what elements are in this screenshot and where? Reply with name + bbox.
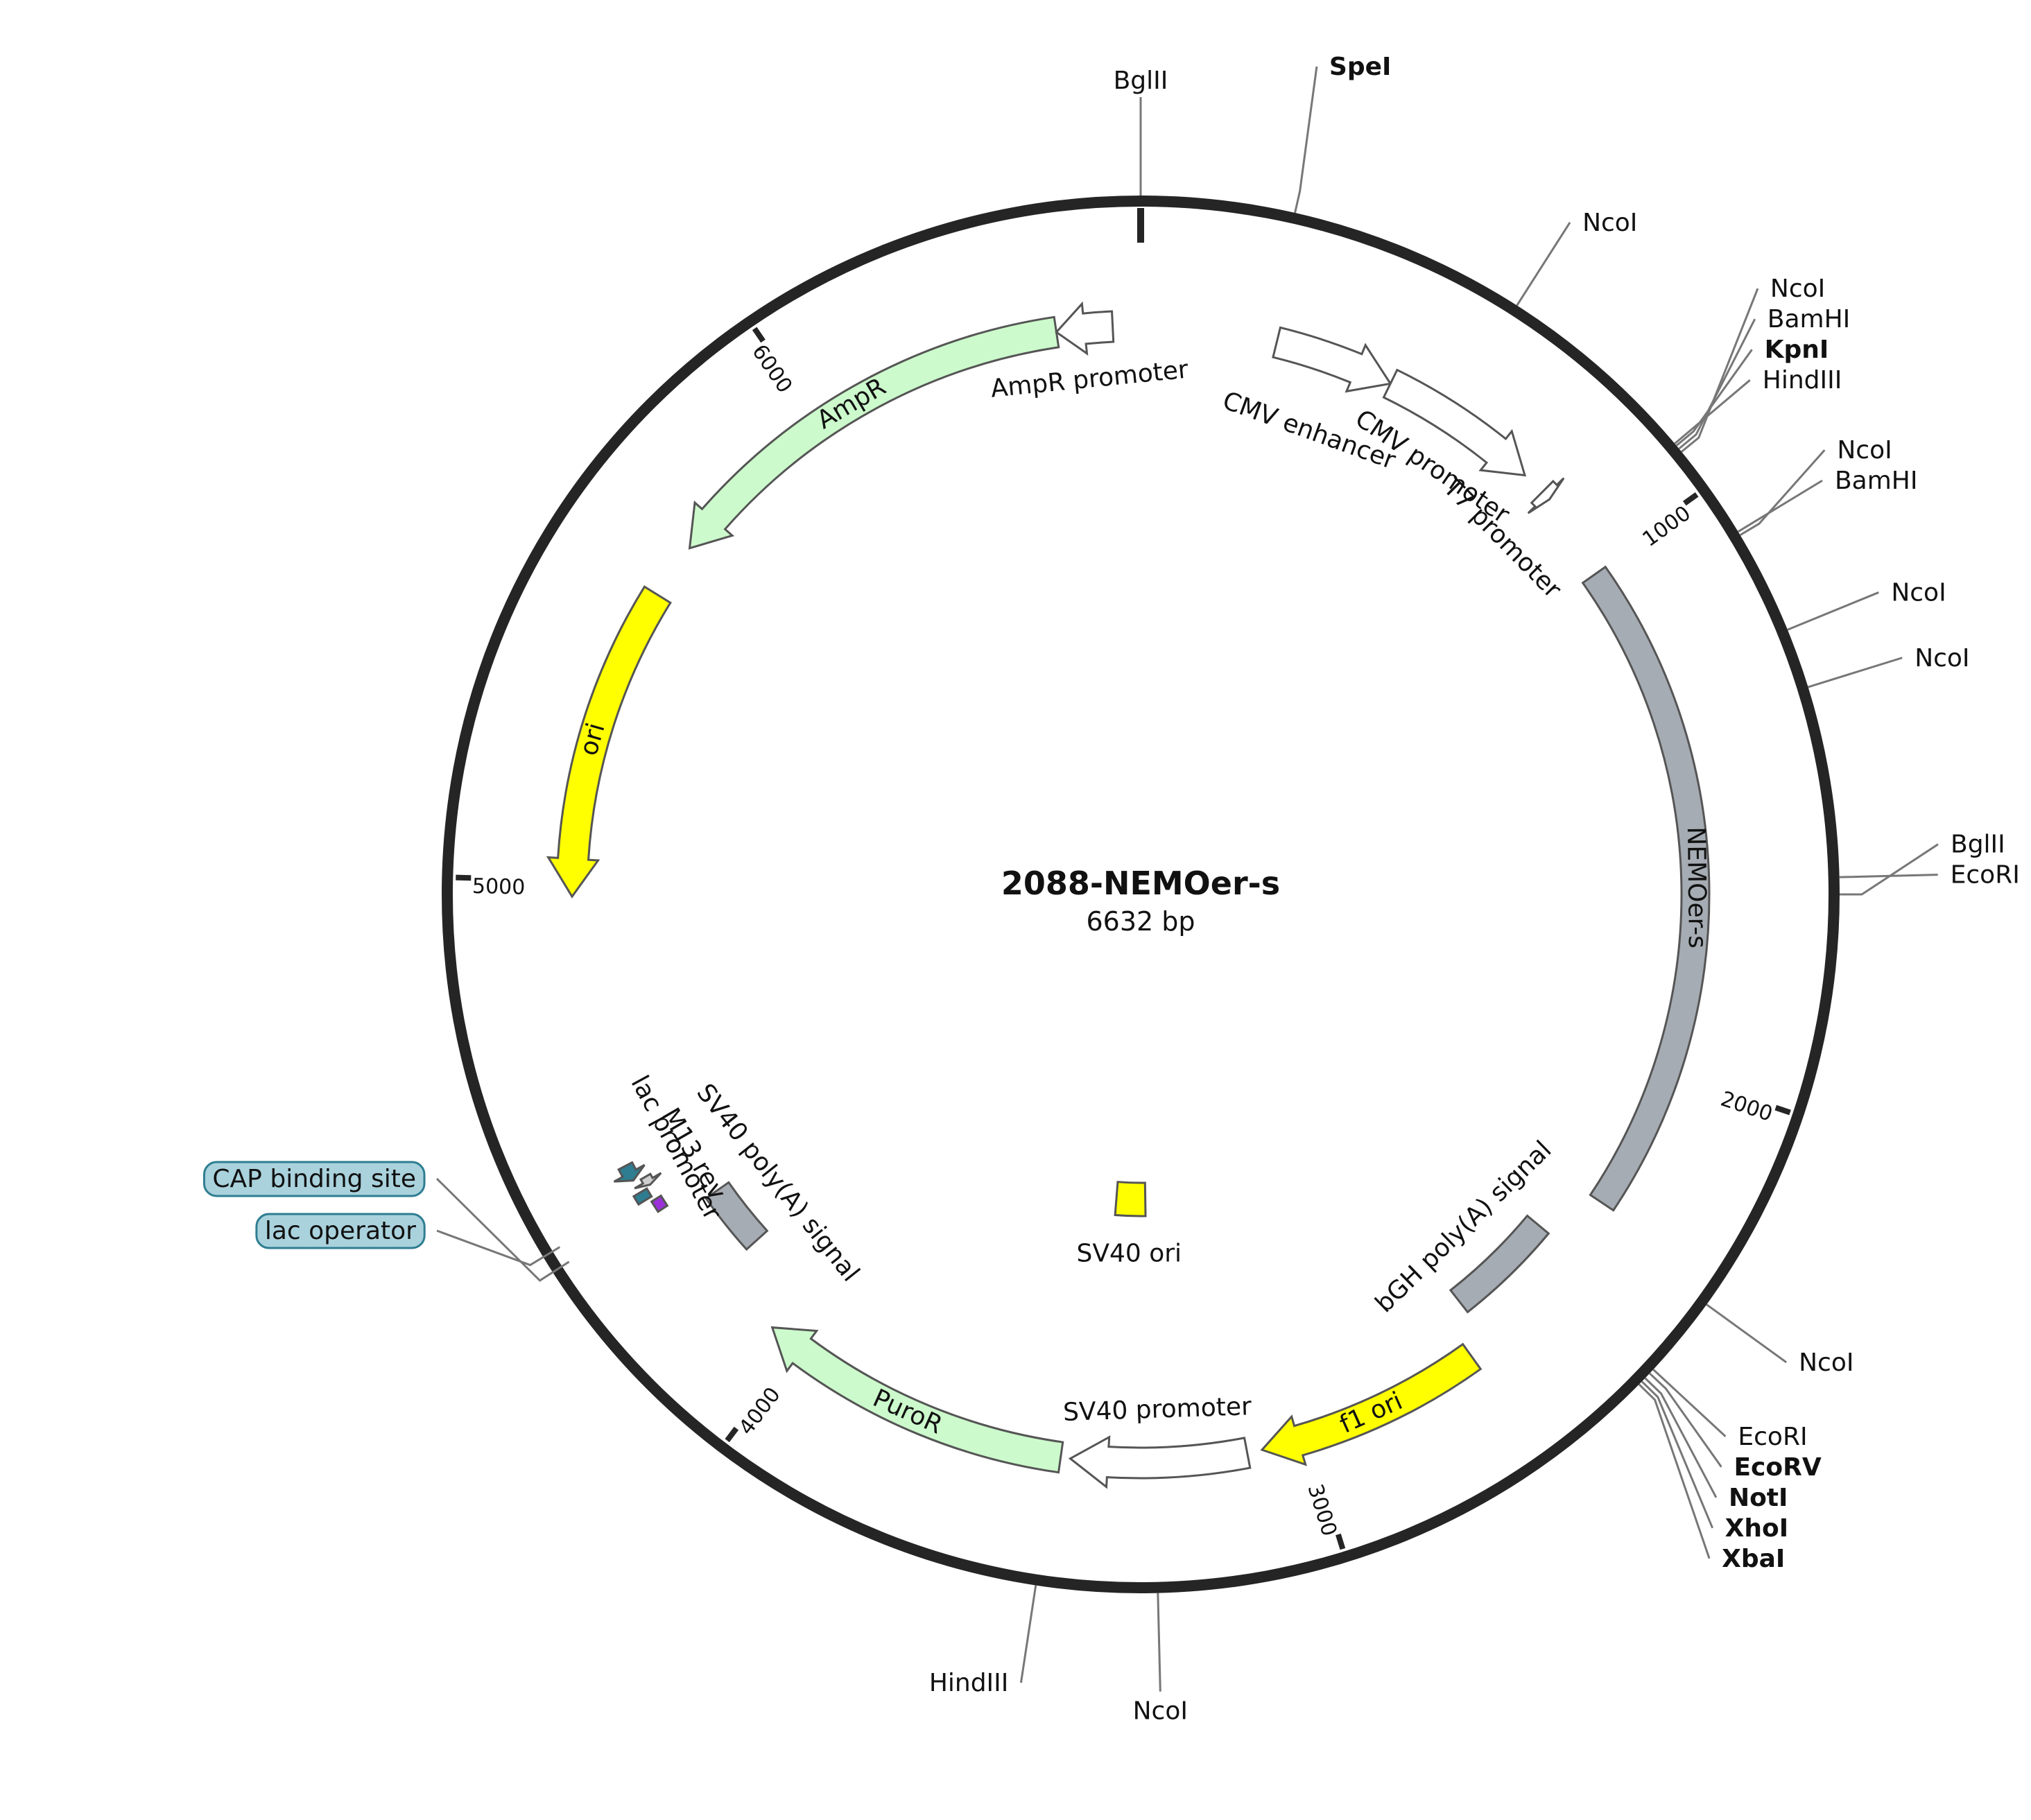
site-leader-line [1808, 657, 1903, 688]
tick-mark [1336, 1533, 1346, 1550]
tick-label: 2000 [1718, 1086, 1776, 1126]
tick-mark [1682, 492, 1699, 506]
callout-leader-line [435, 1177, 570, 1282]
site-ncoi: NcoI [1770, 275, 1825, 303]
site-ecori: EcoRI [1951, 861, 2020, 890]
site-bamhi: BamHI [1768, 305, 1851, 333]
plasmid-length: 6632 bp [1086, 906, 1195, 937]
site-leader-line [1739, 449, 1826, 537]
callout-pill [255, 1213, 426, 1249]
site-leader-line [1294, 66, 1318, 214]
feature-label-nemoer-s: NEMOer-s [1682, 826, 1711, 948]
feature-f1-ori [1260, 1342, 1483, 1466]
feature-label-sv40-promoter: SV40 promoter [1062, 1392, 1252, 1427]
site-ncoi: NcoI [1133, 1697, 1188, 1726]
site-leader-line [1674, 379, 1751, 444]
site-leader-line [1652, 1369, 1727, 1437]
site-ncoi: NcoI [1582, 209, 1637, 237]
feature-label-ampr-promoter: AmpR promoter [989, 356, 1190, 404]
site-kpni: KpnI [1765, 336, 1829, 364]
site-leader-line [1706, 1303, 1788, 1364]
feature-ampr-promoter [1055, 301, 1115, 356]
feature-t7-promoter [1527, 477, 1565, 514]
tick-mark [725, 1426, 739, 1443]
feature-bgh-poly-a-signal [1449, 1214, 1550, 1314]
feature-label-puror: PuroR [869, 1384, 947, 1439]
site-bglii: BglII [1951, 831, 2005, 859]
site-ncoi: NcoI [1799, 1349, 1853, 1377]
tick-label: 6000 [747, 340, 797, 398]
feature-cap-binding-site [650, 1194, 669, 1213]
site-leader-line [1516, 222, 1571, 306]
site-noti: NotI [1729, 1484, 1788, 1512]
site-leader-line [1644, 1377, 1718, 1498]
tick-label: 1000 [1639, 501, 1695, 552]
site-leader-line [1840, 843, 1939, 896]
site-leader-line [1157, 1593, 1161, 1692]
plasmid-name: 2088-NEMOer-s [1001, 865, 1280, 902]
site-leader-line [1675, 349, 1753, 447]
site-leader-line [1737, 479, 1823, 533]
feature-sv40-ori [1114, 1181, 1147, 1217]
feature-lac-operator [632, 1187, 653, 1206]
callout-label: lac operator [265, 1217, 416, 1245]
site-leader-line [1787, 591, 1879, 631]
tick-mark [752, 327, 766, 343]
callout-lac-operator: lac operator [255, 1213, 426, 1249]
tick-label: 3000 [1303, 1482, 1342, 1539]
site-ncoi: NcoI [1891, 578, 1946, 607]
site-leader-line [1839, 874, 1938, 878]
callout-label: CAP binding site [212, 1165, 416, 1193]
site-ecorv: EcoRV [1734, 1453, 1821, 1482]
callout-leader-line [436, 1229, 561, 1267]
feature-sv40-poly-a-signal [704, 1181, 769, 1251]
feature-m13-rev [634, 1172, 662, 1190]
site-leader-line [1638, 1383, 1711, 1559]
site-xbai: XbaI [1722, 1545, 1785, 1573]
feature-ampr [688, 315, 1060, 550]
site-leader-line [1678, 318, 1756, 450]
site-hindiii: HindIII [929, 1669, 1009, 1697]
callout-pill [202, 1161, 426, 1197]
site-ecori: EcoRI [1738, 1423, 1807, 1451]
site-leader-line [1649, 1372, 1722, 1468]
site-ncoi: NcoI [1915, 644, 1969, 673]
site-bglii: BglII [1114, 67, 1168, 95]
site-leader-line [1019, 1585, 1037, 1683]
site-leader-line [1641, 1380, 1714, 1529]
site-xhoi: XhoI [1725, 1514, 1789, 1543]
feature-sv40-promoter [1068, 1435, 1252, 1489]
site-leader-line [1681, 288, 1759, 453]
feature-cmv-enhancer [1272, 326, 1392, 393]
tick-label: 5000 [472, 874, 526, 900]
feature-puror [770, 1326, 1064, 1474]
site-spei: SpeI [1329, 53, 1392, 81]
feature-label-ampr: AmpR [812, 372, 890, 435]
feature-callouts: CAP binding site lac operator [202, 1161, 570, 1282]
feature-cmv-promoter [1382, 368, 1527, 477]
tick-mark [1774, 1104, 1791, 1116]
site-bamhi: BamHI [1835, 467, 1918, 495]
site-ncoi: NcoI [1837, 436, 1892, 465]
feature-lac-promoter [613, 1161, 646, 1183]
callout-cap-binding-site: CAP binding site [202, 1161, 426, 1197]
feature-nemoer-s [1581, 565, 1711, 1212]
tick-label: 4000 [734, 1383, 786, 1439]
plasmid-backbone [442, 196, 1840, 1593]
site-hindiii: HindIII [1763, 366, 1842, 395]
feature-label-sv40-ori: SV40 ori [1076, 1240, 1182, 1268]
feature-ori [546, 585, 672, 899]
